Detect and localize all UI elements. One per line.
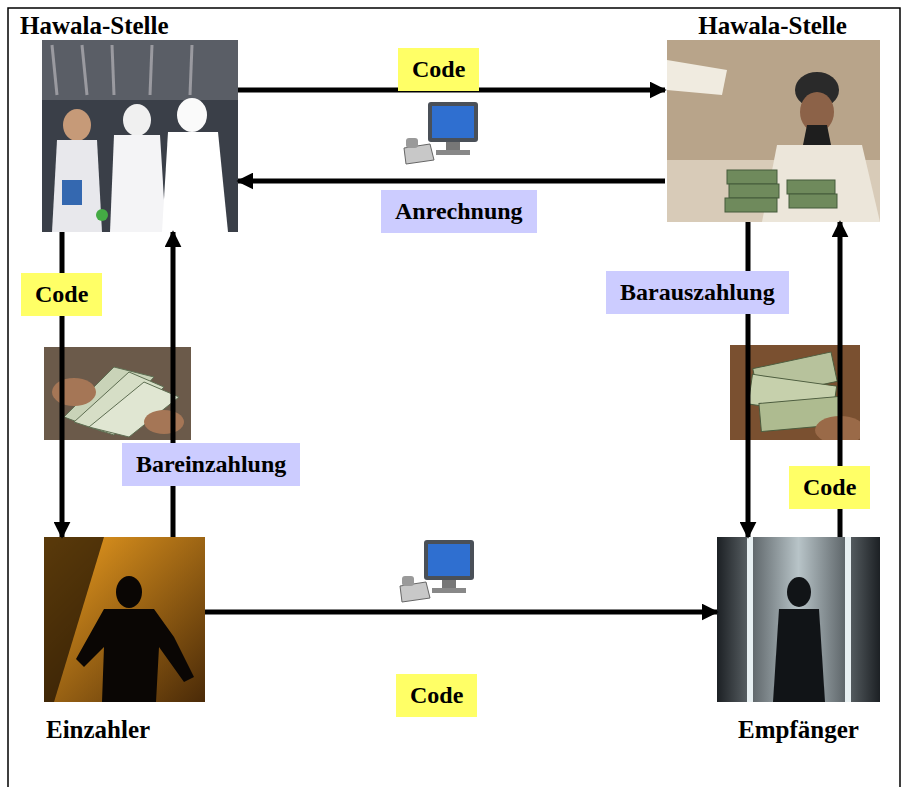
hawala-party: Hawala-Stelle bbox=[665, 12, 880, 222]
flow-arrow bbox=[171, 232, 176, 537]
computer-phone-icon bbox=[400, 100, 482, 170]
node-caption: Empfänger bbox=[717, 716, 880, 744]
node-caption: Hawala-Stelle bbox=[665, 12, 880, 40]
flow-arrow bbox=[746, 222, 751, 537]
edge-label: Barauszahlung bbox=[606, 271, 789, 314]
edge-label: Code bbox=[396, 674, 477, 717]
flow-arrow bbox=[238, 179, 665, 184]
computer-phone-icon bbox=[396, 538, 478, 606]
recipient-photo bbox=[717, 537, 880, 702]
node-caption: Einzahler bbox=[44, 716, 205, 744]
hawala-party: Hawala-Stelle bbox=[20, 12, 238, 232]
bazaar-photo bbox=[42, 40, 238, 232]
hawala-party: Einzahler bbox=[44, 537, 205, 743]
edge-label: Code bbox=[789, 466, 870, 509]
cash-photo bbox=[44, 347, 191, 440]
edge-label: Code bbox=[21, 273, 102, 316]
depositor-photo bbox=[44, 537, 205, 702]
edge-label: Code bbox=[398, 48, 479, 91]
node-caption: Hawala-Stelle bbox=[20, 12, 238, 40]
money-changer-photo bbox=[667, 40, 880, 222]
edge-label: Anrechnung bbox=[381, 190, 537, 233]
flow-arrow bbox=[205, 610, 717, 615]
hawala-party: Empfänger bbox=[717, 537, 880, 743]
edge-label: Bareinzahlung bbox=[122, 443, 300, 486]
